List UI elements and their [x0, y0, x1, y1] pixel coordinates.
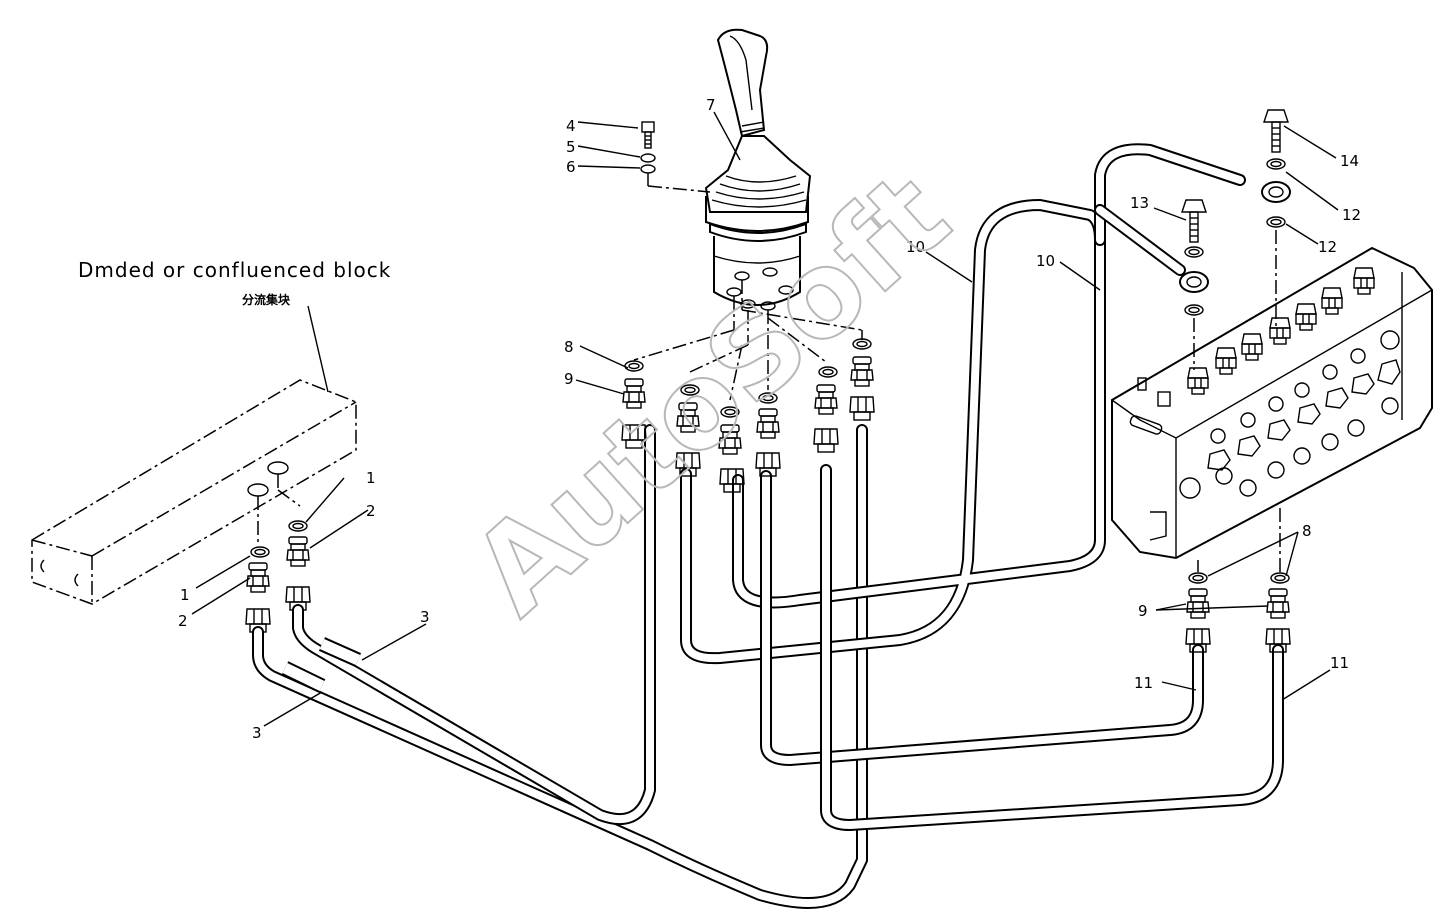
block-title-cn: 分流集块: [242, 292, 291, 307]
callout-14: 14: [1340, 152, 1359, 170]
block-fitting-left: [245, 546, 271, 633]
hose-lines: [252, 143, 1284, 909]
callout-1-lower: 1: [180, 586, 190, 604]
callout-2-lower: 2: [178, 612, 188, 630]
callout-5: 5: [566, 138, 576, 156]
banjo-bolt-13: [1179, 199, 1209, 370]
callout-1-upper: 1: [366, 469, 376, 487]
hose-sleeves: [281, 637, 362, 693]
callout-6: 6: [566, 158, 576, 176]
callout-4: 4: [566, 117, 576, 135]
callout-2-upper: 2: [366, 502, 376, 520]
screw-washers-4-6: [640, 121, 711, 193]
block-fitting-right: [285, 520, 311, 611]
callout-12-lower: 12: [1318, 238, 1337, 256]
callout-3-upper: 3: [420, 608, 430, 626]
callout-9-top: 9: [564, 370, 574, 388]
leader-lines: [191, 111, 1339, 727]
callout-3-lower: 3: [252, 724, 262, 742]
callout-8-top: 8: [564, 338, 574, 356]
confluence-block: [31, 379, 357, 605]
valve-bottom-fittings: [1185, 572, 1291, 653]
callout-10-right: 10: [1036, 252, 1055, 270]
callout-7: 7: [706, 96, 716, 114]
port-routing-lines: [633, 280, 863, 401]
block-title-leader: [307, 305, 329, 393]
callout-12-upper: 12: [1342, 206, 1361, 224]
callout-11-left: 11: [1134, 674, 1153, 692]
callout-11-right: 11: [1330, 654, 1349, 672]
pilot-joystick: [704, 28, 812, 311]
callout-8-valve: 8: [1302, 522, 1312, 540]
banjo-bolt-14: [1261, 109, 1291, 330]
watermark-text: AutoSoft: [446, 146, 974, 641]
block-title: Dmded or confluenced block: [78, 258, 391, 282]
callout-labels: 4 5 6 7 8 9 10 10 13 14 12 12 1 2 1 2 3 …: [178, 96, 1361, 742]
control-valve: [1111, 246, 1433, 560]
callout-13: 13: [1130, 194, 1149, 212]
callout-10-left: 10: [906, 238, 925, 256]
callout-9-valve: 9: [1138, 602, 1148, 620]
